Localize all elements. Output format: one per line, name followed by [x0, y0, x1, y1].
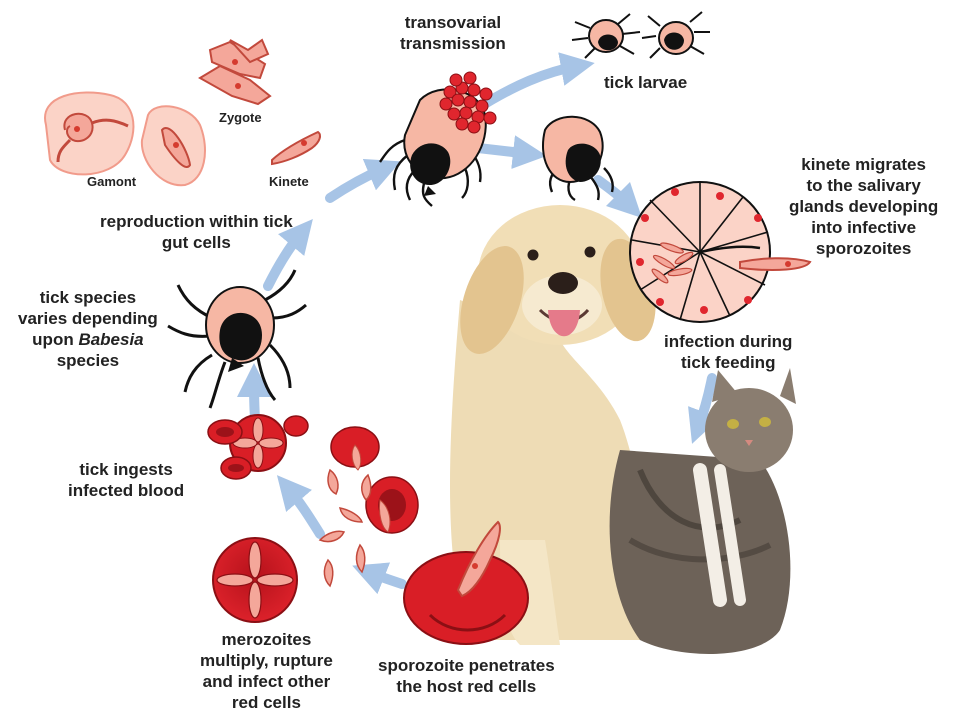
label-kinete: Kinete: [269, 174, 309, 190]
gamont-cell-1: [45, 93, 133, 175]
text-line: upon Babesia: [18, 329, 158, 350]
label-gamont: Gamont: [87, 174, 136, 190]
text-line: varies depending: [18, 308, 158, 329]
label-reproduction: reproduction within tick gut cells: [100, 211, 293, 253]
genus-name: Babesia: [78, 330, 143, 349]
text-line: transovarial: [400, 12, 506, 33]
label-transovarial-transmission: transovarial transmission: [400, 12, 506, 54]
cycle-arrow: [288, 488, 320, 534]
parasite-cell-icon: [320, 470, 371, 586]
zygote-cells: [200, 40, 270, 104]
gamont-cell-2: [142, 106, 205, 185]
red-cell-icon: [331, 427, 379, 470]
tick-larva-icon: [572, 14, 640, 58]
text-line: the host red cells: [378, 676, 555, 697]
text-line: to the salivary: [789, 175, 938, 196]
text-line: infection during: [664, 331, 792, 352]
cycle-arrow: [368, 572, 402, 584]
text-line: multiply, rupture: [200, 650, 333, 671]
text-line: tick ingests: [68, 459, 184, 480]
label-merozoites: merozoites multiply, rupture and infect …: [200, 629, 333, 713]
label-zygote: Zygote: [219, 110, 262, 126]
tick-icon: [168, 270, 306, 408]
cycle-arrow: [478, 66, 578, 108]
text-fragment: upon: [32, 330, 78, 349]
red-cell-icon: [284, 416, 308, 436]
cycle-arrow: [254, 380, 255, 418]
kinete-cell: [272, 132, 320, 164]
text-line: gut cells: [100, 232, 293, 253]
text-line: merozoites: [200, 629, 333, 650]
cycle-arrow: [478, 148, 530, 154]
text-line: sporozoites: [789, 238, 938, 259]
text-line: glands developing: [789, 196, 938, 217]
text-line: kinete migrates: [789, 154, 938, 175]
text-line: tick species: [18, 287, 158, 308]
text-line: into infective: [789, 217, 938, 238]
label-sporozoite-penetrates: sporozoite penetrates the host red cells: [378, 655, 555, 697]
text-line: transmission: [400, 33, 506, 54]
red-cell-icon: [221, 457, 251, 479]
text-line: tick feeding: [664, 352, 792, 373]
label-kinete-migrates: kinete migrates to the salivary glands d…: [789, 154, 938, 259]
label-tick-species: tick species varies depending upon Babes…: [18, 287, 158, 371]
text-line: infected blood: [68, 480, 184, 501]
red-cell-icon: [208, 420, 242, 444]
text-line: reproduction within tick: [100, 211, 293, 232]
label-infection-during-feeding: infection during tick feeding: [664, 331, 792, 373]
text-line: sporozoite penetrates: [378, 655, 555, 676]
red-cell-icon: [366, 477, 418, 533]
label-tick-larvae: tick larvae: [604, 72, 687, 93]
text-line: and infect other: [200, 671, 333, 692]
red-cell-icon: [213, 538, 297, 622]
salivary-gland-icon: [630, 182, 810, 322]
cycle-arrow: [330, 168, 385, 198]
text-line: red cells: [200, 692, 333, 713]
label-tick-ingests: tick ingests infected blood: [68, 459, 184, 501]
cycle-arrow: [598, 180, 630, 206]
tick-larva-icon: [642, 12, 710, 58]
text-line: species: [18, 350, 158, 371]
